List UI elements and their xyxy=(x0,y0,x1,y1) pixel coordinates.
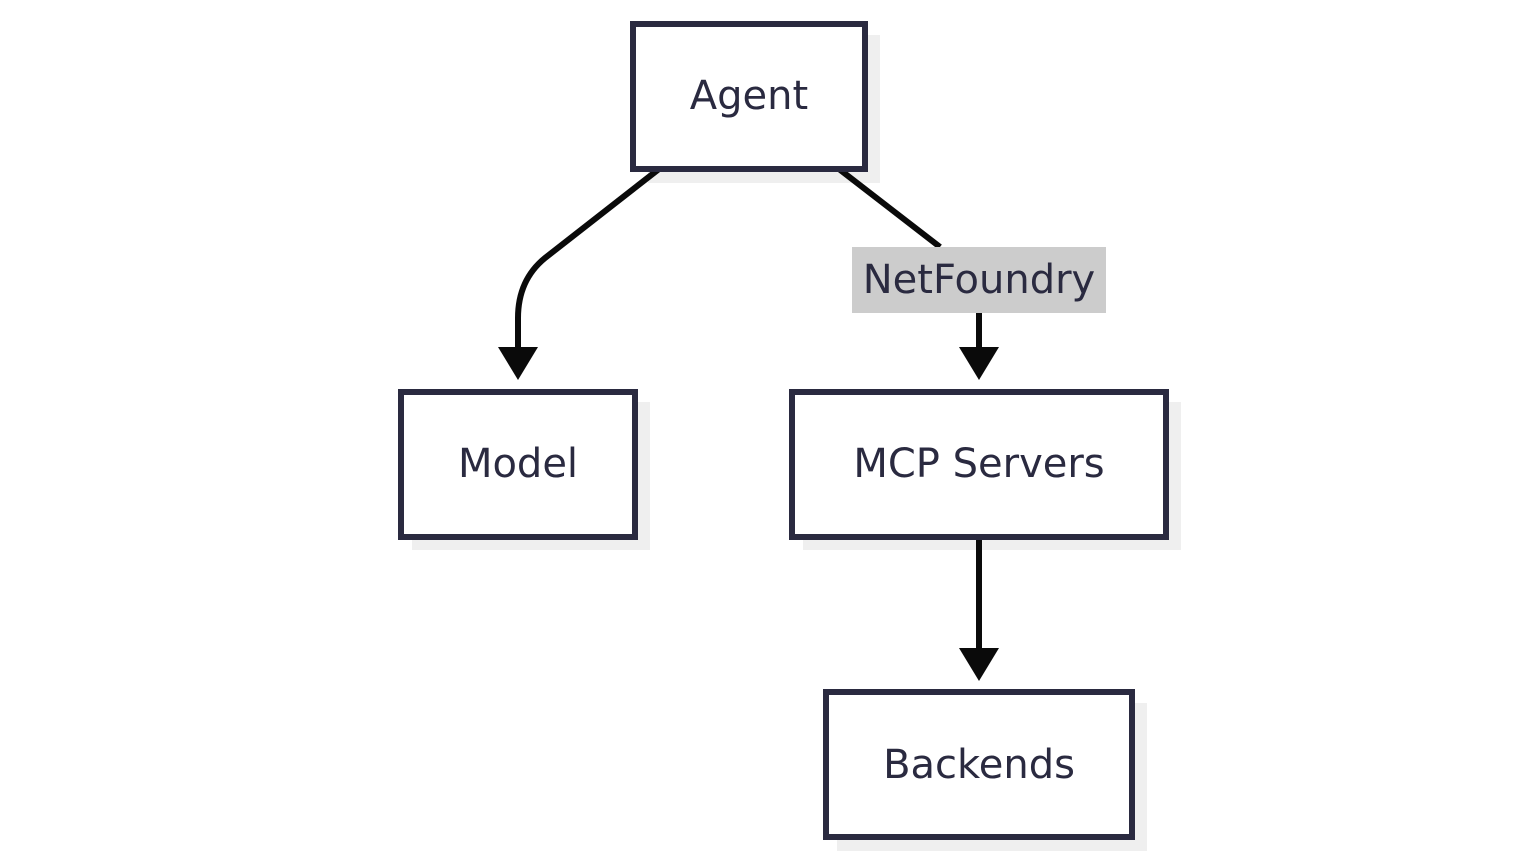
mcp-servers-node-box xyxy=(789,389,1169,540)
arrowhead-mcp-servers xyxy=(959,347,999,380)
model-node-label: Model xyxy=(458,441,578,487)
nodes: Agent Model MCP Servers Backends xyxy=(398,21,1169,840)
edge-agent-to-model xyxy=(515,166,661,349)
node-agent: Agent xyxy=(630,21,868,172)
edge-agent-to-mcp-servers xyxy=(837,166,982,349)
agent-node-box xyxy=(630,21,868,172)
arrowheads xyxy=(498,347,999,681)
edge-label-text: NetFoundry xyxy=(863,257,1095,303)
node-mcp-servers: MCP Servers xyxy=(789,389,1169,540)
edge-label-background xyxy=(852,247,1106,313)
node-backends: Backends xyxy=(823,689,1135,840)
model-node-box xyxy=(398,389,638,540)
arrowhead-backends xyxy=(959,648,999,681)
mcp-servers-node-label: MCP Servers xyxy=(853,441,1104,487)
backends-node-box xyxy=(823,689,1135,840)
agent-node-label: Agent xyxy=(690,73,808,119)
arrowhead-model xyxy=(498,347,538,380)
backends-node-label: Backends xyxy=(883,742,1075,788)
node-model: Model xyxy=(398,389,638,540)
edge-label-netfoundry: NetFoundry xyxy=(852,247,1106,313)
edges xyxy=(515,166,982,650)
